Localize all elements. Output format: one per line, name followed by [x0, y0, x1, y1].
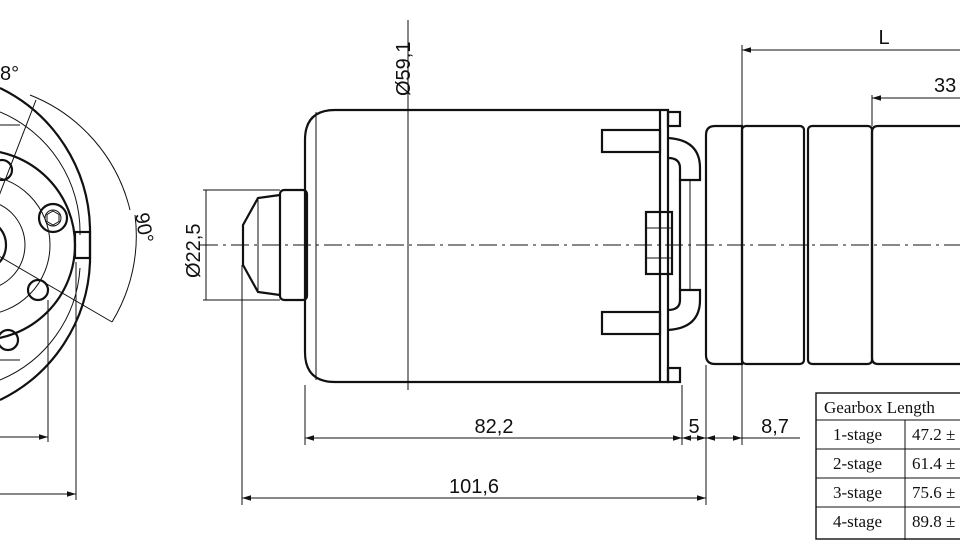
table-row-stage: 4-stage [833, 512, 882, 531]
motor-body [303, 108, 702, 384]
motor-length-label: 82,2 [475, 416, 514, 438]
table-row-stage: 2-stage [833, 454, 882, 473]
shaft-diameter-label: Ø22,5 [183, 224, 205, 278]
table-row-length: 61.4 ± [912, 454, 955, 473]
table-row-length: 89.8 ± [912, 512, 955, 531]
bolt-hole [37, 202, 69, 234]
gap-87-label: 8,7 [761, 416, 789, 438]
table-row-stage: 3-stage [833, 483, 882, 502]
table-row-length: 75.6 ± [912, 483, 955, 502]
shaft [241, 188, 309, 302]
total-length-label: 101,6 [449, 476, 499, 498]
gearbox-length-table: Gearbox Length 1-stage 47.2 ± 2-stage 61… [815, 392, 960, 540]
front-view: 8° 90° [0, 63, 157, 500]
table-row-length: 47.2 ± [912, 425, 955, 444]
angle-8-label: 8° [0, 63, 19, 85]
gearbox-33-label: 33 [934, 75, 956, 97]
gap-5-label: 5 [688, 416, 699, 438]
angle-90-label: 90° [130, 211, 157, 245]
gearbox [704, 124, 960, 366]
gearbox-L-label: L [878, 27, 889, 49]
side-view: Ø59,1 Ø22,5 82,2 5 8,7 101,6 L 33 [183, 20, 960, 505]
table-header: Gearbox Length [824, 398, 935, 417]
table-row-stage: 1-stage [833, 425, 882, 444]
motor-diameter-label: Ø59,1 [393, 42, 415, 96]
